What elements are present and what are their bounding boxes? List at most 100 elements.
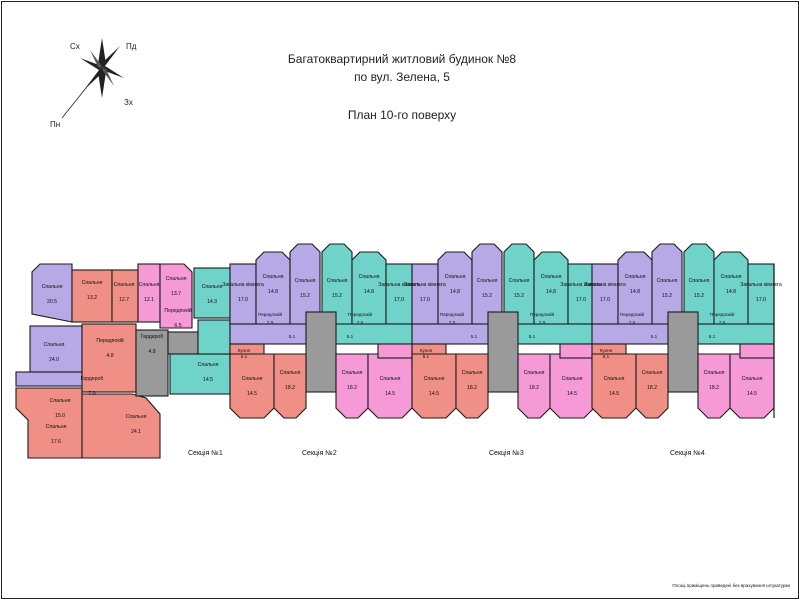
s2-bedroom-bl (229, 353, 275, 419)
s1-label-p: Передпокій (164, 307, 191, 314)
s4-label-bed-tr: Спальня (721, 274, 742, 280)
s1-label-a: Спальня (42, 284, 63, 290)
compass-label-sw: Пн (50, 120, 61, 129)
s1-stair-landing (167, 331, 199, 355)
s3-living-right (567, 263, 595, 325)
s1-label-o: Спальня (198, 362, 219, 368)
s3-label-bed-tr2-area: 15.2 (514, 293, 524, 299)
s1-room-wardrobe-a (15, 371, 89, 387)
s1-label-f: Спальня (202, 284, 223, 290)
s3-bedroom-bl2 (455, 353, 489, 419)
s1-label-n-area: 24.1 (131, 429, 141, 435)
s2-label-bed-br-area: 14.5 (385, 391, 395, 397)
s2-label-bed-bl2: Спальня (280, 370, 301, 376)
s1-label-d-area: 12.1 (144, 297, 154, 303)
s3-label-living-l: Загальна кімната (404, 282, 446, 288)
s3-label-hall-r: Передпокій (530, 311, 555, 317)
s3-label-bed-tl2-area: 15.2 (482, 293, 492, 299)
s3-label-bed-tl: Спальня (445, 274, 466, 280)
s1-label-i-area: 4.8 (148, 349, 155, 355)
s3-label-wc-l: 5.1 (471, 334, 478, 339)
s2-label-living-r: Загальна кімната (378, 282, 420, 288)
s1-label-g-area: 24.0 (49, 357, 59, 363)
s1-stair (135, 329, 169, 397)
compass-rose: Сх Пд Зх Пн (42, 36, 152, 136)
s4-label-hall-r: Передпокій (710, 311, 735, 317)
s2-label-bed-tr-area: 14.8 (364, 289, 374, 295)
s4-label-bed-tr2-area: 15.2 (694, 293, 704, 299)
compass-label-nw: Сх (70, 42, 80, 51)
s2-label-bed-tl: Спальня (263, 274, 284, 280)
s3-label-living-r: Загальна кімната (560, 282, 602, 288)
s1-room-bedroom-j (169, 353, 231, 395)
s4-stair (667, 311, 699, 393)
s4-label-bed-br2-area: 18.2 (709, 385, 719, 391)
s3-label-bed-bl2: Спальня (462, 370, 483, 376)
s1-label-c: Спальня (114, 282, 135, 288)
s3-label-bed-tr2: Спальня (509, 278, 530, 284)
s1-label-b-area: 13.2 (87, 295, 97, 301)
s2-label-bed-tl2-area: 15.2 (300, 293, 310, 299)
compass-star-icon (61, 38, 124, 119)
s4-label-living-l: Загальна кімната (584, 282, 626, 288)
s3-label-kitchen-l-area: 6.1 (423, 354, 430, 359)
s4-label-bed-tr2: Спальня (689, 278, 710, 284)
footnote: Площі приміщень приведені без врахування… (672, 583, 790, 588)
s3-label-kitchen-l: Кухня (420, 348, 433, 353)
s2-bedroom-br (367, 353, 413, 419)
s3-label-bed-tr: Спальня (541, 274, 562, 280)
s4-living-right (747, 263, 775, 325)
s1-room-bedroom-g (29, 325, 83, 373)
s4-label-living-r: Загальна кімната (740, 282, 782, 288)
s4-living-left (591, 263, 619, 325)
s1-room-bedroom-h (15, 387, 83, 459)
s1-label-c-area: 12.7 (119, 297, 129, 303)
s2-label-wc-r: 5.1 (347, 334, 354, 339)
s1-label-m-area: 17.6 (51, 439, 61, 445)
s3-label-bed-bl-area: 14.5 (429, 391, 439, 397)
s1-room-bedroom-b (71, 269, 113, 323)
s4-label-wc-r: 5.1 (709, 334, 716, 339)
s2-label-living-r-area: 17.0 (394, 297, 404, 303)
s2-bedroom-bl2 (273, 353, 307, 419)
s3-bedroom-bl (411, 353, 457, 419)
s4-label-bed-bl2: Спальня (642, 370, 663, 376)
compass-label-se: Зх (124, 98, 133, 107)
s3-label-bed-bl: Спальня (424, 376, 445, 382)
s3-living-left (411, 263, 439, 325)
s3-label-bed-bl2-area: 18.2 (467, 385, 477, 391)
s3-label-bed-tl-area: 14.8 (450, 289, 460, 295)
s1-label-l-area: 15.0 (55, 413, 65, 419)
s4-label-bed-br2: Спальня (704, 370, 725, 376)
s1-label-e-area: 13.7 (171, 291, 181, 297)
s1-room-bedroom-f (193, 267, 231, 319)
s3-label-bed-tr-area: 14.8 (546, 289, 556, 295)
s4-label-bed-br: Спальня (742, 376, 763, 382)
s4-label-bed-bl2-area: 18.2 (647, 385, 657, 391)
s2-label-bed-tl2: Спальня (295, 278, 316, 284)
s3-label-hall-l: Передпокій (440, 311, 465, 317)
s1-label-i: Гардероб (141, 334, 164, 340)
s1-label-k-area: 7.0 (88, 391, 95, 397)
s4-kitchen-right (739, 343, 775, 359)
s2-label-bed-tl-area: 14.8 (268, 289, 278, 295)
s1-label-h: Передпокій (96, 337, 123, 344)
s2-label-hall-r-area: 7.0 (357, 320, 364, 325)
s3-label-bed-tl2: Спальня (477, 278, 498, 284)
s3-label-bed-br2: Спальня (524, 370, 545, 376)
s2-label-bed-bl-area: 14.5 (247, 391, 257, 397)
s4-label-kitchen-l-area: 6.1 (603, 354, 610, 359)
s1-label-m: Спальня (46, 424, 67, 430)
s2-label-kitchen-l: Кухня (238, 348, 251, 353)
s2-label-bed-bl2-area: 18.2 (285, 385, 295, 391)
plan-shapes (15, 243, 775, 459)
s2-kitchen-right (377, 343, 413, 359)
building-title: Багатоквартирний житловий будинок №8 по … (232, 50, 572, 86)
s2-label-bed-br2-area: 18.2 (347, 385, 357, 391)
s3-label-bed-br-area: 14.5 (567, 391, 577, 397)
s2-label-hall-l: Передпокій (258, 311, 283, 317)
s4-label-living-r-area: 17.0 (756, 297, 766, 303)
s2-living-left (229, 263, 257, 325)
s1-room-bedroom-i (81, 393, 161, 459)
